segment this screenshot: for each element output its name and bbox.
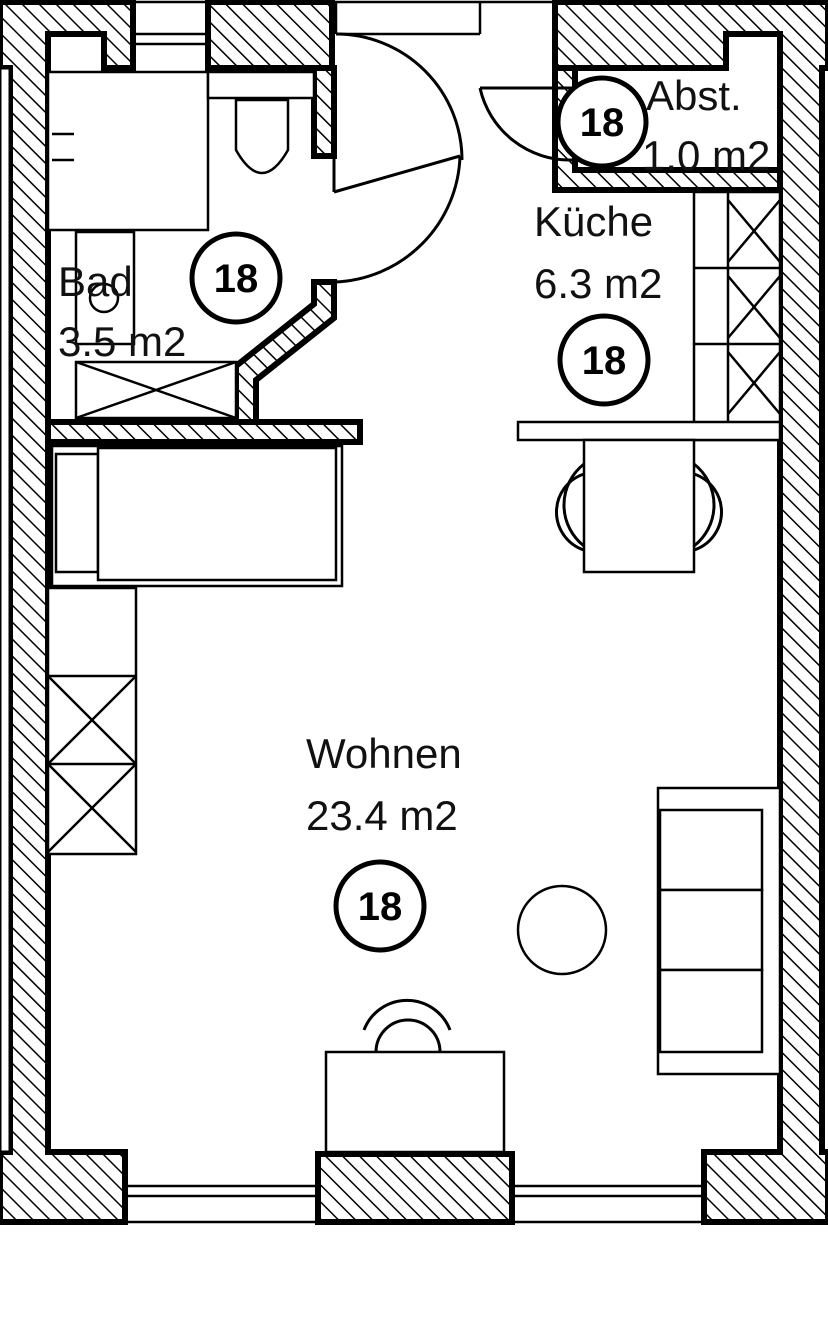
bed bbox=[50, 444, 344, 588]
bathroom-fixtures bbox=[46, 70, 316, 420]
top-wall-middle bbox=[205, 0, 335, 71]
bathroom-door bbox=[332, 154, 462, 284]
unit-badge-abst bbox=[555, 75, 649, 169]
desk-chair-icon bbox=[374, 1018, 442, 1053]
kitchen-counter bbox=[692, 190, 782, 442]
bar-shelf bbox=[516, 420, 782, 442]
sofa bbox=[656, 786, 782, 1076]
room-name-wohnen: Wohnen bbox=[306, 730, 462, 777]
bathroom-wall-bottom bbox=[45, 419, 363, 445]
storage-room bbox=[478, 65, 783, 193]
unit-number-wohnen: 18 bbox=[358, 885, 403, 929]
room-area-bad: 3.5 m2 bbox=[58, 318, 186, 365]
pillow bbox=[54, 452, 100, 574]
unit-badge-wohnen bbox=[333, 859, 427, 953]
room-label-bad: Bad 3.5 m2 18 bbox=[58, 231, 283, 365]
unit-badge-kueche bbox=[557, 313, 651, 407]
sink bbox=[74, 230, 136, 346]
chair-left-icon bbox=[554, 472, 585, 552]
room-label-abst: Abst. 1.0 m2 18 bbox=[555, 72, 770, 179]
mattress bbox=[96, 446, 338, 582]
bathtub bbox=[46, 70, 210, 232]
neighbour-wall-left bbox=[0, 66, 12, 1154]
room-area-wohnen: 23.4 m2 bbox=[306, 792, 458, 839]
room-label-kueche: Küche 6.3 m2 18 bbox=[534, 198, 662, 407]
coffee-table bbox=[516, 884, 608, 976]
dining-table bbox=[582, 438, 696, 574]
room-area-abst: 1.0 m2 bbox=[642, 132, 770, 179]
entrance-door bbox=[335, 32, 464, 161]
toilet-tank bbox=[206, 70, 316, 100]
unit-number-kueche: 18 bbox=[582, 339, 627, 383]
unit-number-bad: 18 bbox=[214, 257, 259, 301]
window-bottom-right bbox=[512, 1184, 704, 1224]
unit-number-abst: 18 bbox=[580, 101, 625, 145]
toilet-icon bbox=[234, 98, 290, 175]
storage-wall bbox=[552, 65, 783, 193]
sink-basin-icon bbox=[88, 282, 120, 314]
window-bottom-left bbox=[125, 1184, 318, 1224]
bottom-wall-middle bbox=[315, 1151, 515, 1225]
room-name-abst: Abst. bbox=[646, 72, 742, 119]
chair-right-back bbox=[693, 462, 716, 548]
desk bbox=[324, 998, 506, 1154]
dining-set bbox=[516, 420, 782, 574]
bathroom-wall-right bbox=[311, 65, 337, 159]
desk-top bbox=[324, 1050, 506, 1154]
room-area-kueche: 6.3 m2 bbox=[534, 260, 662, 307]
windows bbox=[125, 0, 704, 1224]
unit-badge-bad bbox=[189, 231, 283, 325]
desk-chair-back bbox=[362, 998, 452, 1031]
room-label-wohnen: Wohnen 23.4 m2 18 bbox=[306, 730, 462, 953]
chair-left-back bbox=[562, 462, 585, 548]
bathroom-walls bbox=[45, 65, 363, 445]
chair-right-icon bbox=[693, 472, 724, 552]
wardrobe bbox=[46, 586, 138, 856]
room-name-kueche: Küche bbox=[534, 198, 653, 245]
exterior-walls bbox=[0, 0, 828, 1225]
room-name-bad: Bad bbox=[58, 258, 133, 305]
top-door-opening bbox=[332, 0, 555, 36]
storage-door-swing bbox=[478, 87, 573, 162]
window-top-left bbox=[133, 0, 208, 46]
